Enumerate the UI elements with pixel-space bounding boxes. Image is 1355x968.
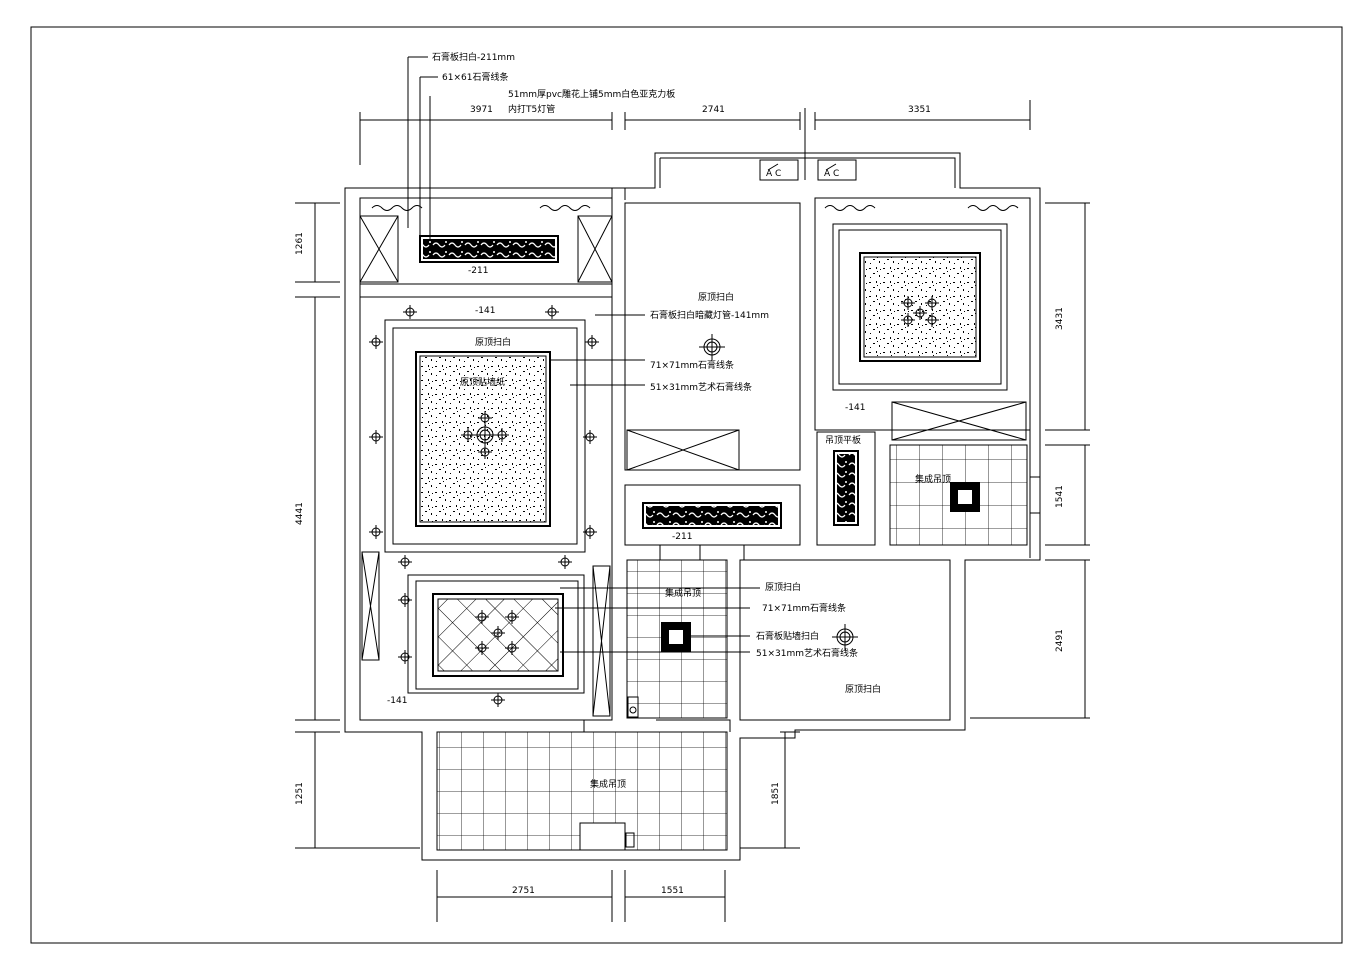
label-top2: 61×61石膏线条 xyxy=(442,71,508,83)
label-bath2: 集成吊顶 xyxy=(665,587,701,599)
label-note-board: 石膏板贴墙扫白 xyxy=(756,630,819,642)
ac-label-2: A C xyxy=(824,169,839,179)
ac-label-1: A C xyxy=(766,169,781,179)
dim-bottom-2: 1551 xyxy=(661,886,684,896)
dim-top-2: 2741 xyxy=(702,105,725,115)
dining-area xyxy=(361,551,611,717)
label-kitchen-note: 石膏板扫白暗藏灯管-141mm xyxy=(650,309,769,321)
label-note-51: 51×31mm艺术石膏线条 xyxy=(650,381,752,393)
room-lower-right xyxy=(739,559,951,721)
dim-left-3: 1251 xyxy=(295,782,305,805)
level-211b: -211 xyxy=(672,532,692,542)
leader-lines xyxy=(407,56,760,653)
label-hall: 吊顶平板 xyxy=(825,434,861,446)
annotation-text: 石膏板扫白-211mm 61×61石膏线条 51mm厚pvc雕花上铺5mm白色亚… xyxy=(295,51,1065,896)
label-note-51b: 51×31mm艺术石膏线条 xyxy=(756,647,858,659)
label-note-71b: 71×71mm石膏线条 xyxy=(762,602,846,614)
level-141b: -141 xyxy=(845,403,865,413)
top-left-strip xyxy=(359,197,613,285)
label-top1: 石膏板扫白-211mm xyxy=(432,51,515,63)
living-room xyxy=(359,296,613,721)
dimension-lines xyxy=(295,100,1090,922)
label-bath1: 集成吊顶 xyxy=(915,473,951,485)
balcony xyxy=(436,719,731,851)
dim-mid-bottom: 1851 xyxy=(771,782,781,805)
kitchen xyxy=(624,153,857,471)
label-top3: 51mm厚pvc雕花上铺5mm白色亚克力板 xyxy=(508,88,675,100)
level-141a: -141 xyxy=(475,306,495,316)
dim-left-1: 1261 xyxy=(295,232,305,255)
label-living-inner: 原顶贴墙纸 xyxy=(460,376,505,388)
sheet-frame xyxy=(30,26,1343,944)
corridor-strip xyxy=(624,484,801,560)
label-top4: 内打T5灯管 xyxy=(508,103,555,115)
label-note-71: 71×71mm石膏线条 xyxy=(650,359,734,371)
label-room-r2: 原顶扫白 xyxy=(845,683,881,695)
level-141c: -141 xyxy=(387,696,407,706)
dim-top-1: 3971 xyxy=(470,105,493,115)
level-211a: -211 xyxy=(468,266,488,276)
dim-top-3: 3351 xyxy=(908,105,931,115)
bedroom-right xyxy=(814,197,1031,431)
label-kitchen: 原顶扫白 xyxy=(698,291,734,303)
dim-right-2: 1541 xyxy=(1055,485,1065,508)
label-living-top: 原顶扫白 xyxy=(475,336,511,348)
bathroom-center xyxy=(626,559,728,719)
label-balcony: 集成吊顶 xyxy=(590,778,626,790)
bathroom-right xyxy=(816,401,1041,546)
dim-right-3: 2491 xyxy=(1055,629,1065,652)
dim-left-2: 4441 xyxy=(295,502,305,525)
label-room-r: 原顶扫白 xyxy=(765,581,801,593)
dim-bottom-1: 2751 xyxy=(512,886,535,896)
dim-right-1: 3431 xyxy=(1055,307,1065,330)
